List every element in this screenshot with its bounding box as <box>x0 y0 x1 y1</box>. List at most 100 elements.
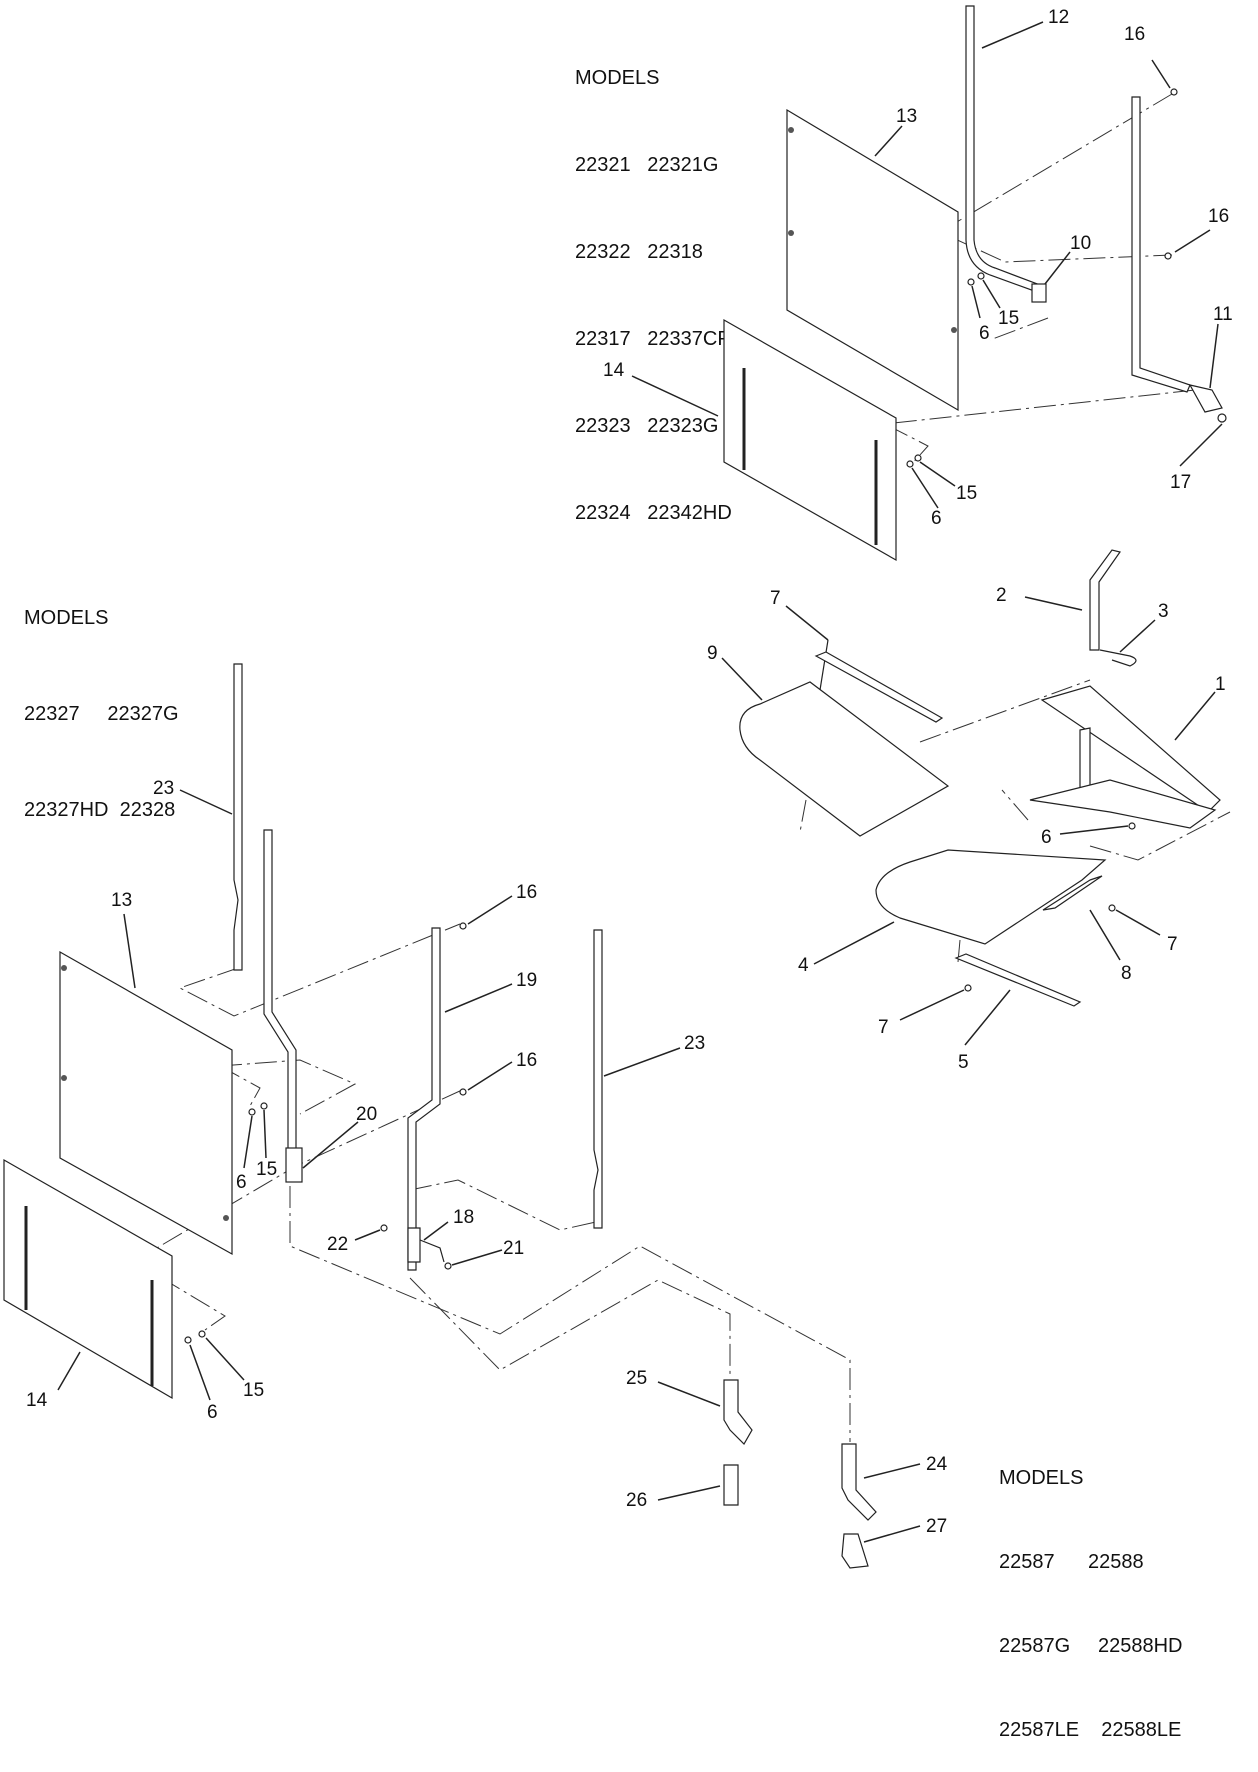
callout-label: 23 <box>153 778 174 799</box>
callout-label: 3 <box>1158 601 1169 622</box>
callout-label: 1 <box>1215 674 1226 695</box>
part-14-lower-panel <box>723 318 897 562</box>
part-16-pin <box>1170 88 1178 96</box>
part-7-bolt <box>819 639 829 691</box>
part-11-rod <box>1131 96 1223 413</box>
part-13-upper-panel <box>786 108 959 412</box>
model-line: 22327 22327G <box>24 703 179 725</box>
model-line: 22317 22337CP <box>575 328 731 350</box>
part-21-nut <box>444 1262 452 1270</box>
callout-label: 17 <box>1170 472 1191 493</box>
part-7-strip <box>814 651 944 723</box>
callout-label: 5 <box>958 1052 969 1073</box>
callout-label: 13 <box>896 106 917 127</box>
callout-label: 15 <box>243 1380 264 1401</box>
part-20-rod <box>263 829 297 1151</box>
right-assembly: 2 3 7 9 1 6 4 7 8 7 5 <box>707 549 1231 1073</box>
part-27-plate <box>841 1533 869 1569</box>
exploded-parts-diagram: 12 16 13 16 10 6 15 11 14 17 15 6 <box>3 5 1233 1569</box>
part-19-rod <box>407 927 441 1271</box>
part-24-bracket <box>841 1443 877 1521</box>
callout-label: 15 <box>998 308 1019 329</box>
callout-label: 14 <box>26 1390 48 1411</box>
callout-label: 8 <box>1121 963 1132 984</box>
part-6-washer <box>967 278 975 286</box>
callout-label: 14 <box>603 360 625 381</box>
model-line: 22327HD 22328 <box>24 799 176 821</box>
part-16-pin <box>459 922 467 930</box>
part-25-bracket <box>723 1379 753 1445</box>
part-1-bracket <box>1029 685 1221 829</box>
part-26-sleeve <box>723 1464 739 1506</box>
part-6-washer <box>184 1336 192 1344</box>
callout-label: 16 <box>516 1050 537 1071</box>
models-list-top: MODELS 22321 22321G 22322 22318 22317 22… <box>575 6 732 557</box>
callout-label: 25 <box>626 1368 647 1389</box>
part-13-panel <box>59 950 233 1256</box>
part-23-rod <box>593 929 603 1229</box>
part-18-bracket <box>407 1227 421 1263</box>
top-assembly: 12 16 13 16 10 6 15 11 14 17 15 6 <box>603 5 1233 562</box>
callout-label: 6 <box>1041 827 1052 848</box>
models-title: MODELS <box>575 67 660 89</box>
part-2-post <box>1089 549 1121 651</box>
models-list-middle: MODELS 22327 22327G 22327HD 22328 <box>24 538 179 858</box>
callout-label: 6 <box>236 1172 247 1193</box>
callout-label: 19 <box>516 970 537 991</box>
callout-label: 9 <box>707 643 718 664</box>
model-line: 22323 22323G <box>575 415 719 437</box>
part-6-washer <box>248 1108 256 1116</box>
part-15-nut <box>260 1102 268 1110</box>
model-line: 22322 22318 <box>575 241 703 263</box>
model-line: 22587 22588 <box>999 1551 1144 1573</box>
part-12-rod <box>965 5 1047 303</box>
part-3-clip <box>1099 649 1137 667</box>
part-15-nut <box>198 1330 206 1338</box>
callout-label: 6 <box>207 1402 218 1423</box>
model-line: 22587LE 22588LE <box>999 1719 1182 1741</box>
models-title: MODELS <box>999 1467 1084 1489</box>
callout-label: 4 <box>798 955 809 976</box>
part-15-nut <box>914 454 922 462</box>
part-6-washer <box>1128 822 1136 830</box>
callout-label: 12 <box>1048 7 1069 28</box>
callout-label: 22 <box>327 1234 348 1255</box>
callout-label: 11 <box>1213 304 1233 325</box>
callout-label: 15 <box>256 1159 277 1180</box>
part-7-bolt <box>1108 904 1116 912</box>
part-9-deflector <box>739 681 950 837</box>
callout-label: 23 <box>684 1033 705 1054</box>
model-line: 22324 22342HD <box>575 502 732 524</box>
callout-label: 6 <box>931 508 942 529</box>
callout-label: 24 <box>926 1454 948 1475</box>
callout-label: 27 <box>926 1516 947 1537</box>
model-line: 22587G 22588HD <box>999 1635 1183 1657</box>
part-16-pin <box>459 1088 467 1096</box>
models-title: MODELS <box>24 607 109 629</box>
callout-label: 18 <box>453 1207 474 1228</box>
callout-label: 7 <box>1167 934 1178 955</box>
callout-label: 16 <box>1208 206 1229 227</box>
callout-label: 20 <box>356 1104 377 1125</box>
callout-label: 21 <box>503 1238 524 1259</box>
part-7-bolt <box>964 984 972 992</box>
part-22-bolt <box>380 1224 388 1232</box>
callout-label: 6 <box>979 323 990 344</box>
part-23-rod <box>233 663 243 971</box>
callout-label: 7 <box>878 1017 889 1038</box>
callout-label: 15 <box>956 483 977 504</box>
callout-label: 26 <box>626 1490 647 1511</box>
callout-label: 16 <box>1124 24 1145 45</box>
part-6-washer <box>906 460 914 468</box>
callout-label: 2 <box>996 585 1007 606</box>
left-assembly: 23 13 16 19 16 23 20 6 15 18 22 21 14 6 … <box>3 663 948 1569</box>
part-16-pin <box>1164 252 1172 260</box>
callout-label: 7 <box>770 588 781 609</box>
callout-label: 13 <box>111 890 132 911</box>
callout-label: 10 <box>1070 233 1091 254</box>
part-8-clip <box>1042 875 1103 911</box>
callout-label: 16 <box>516 882 537 903</box>
part-15-nut <box>977 272 985 280</box>
part-17-bolt <box>1217 413 1227 423</box>
model-line: 22321 22321G <box>575 154 719 176</box>
